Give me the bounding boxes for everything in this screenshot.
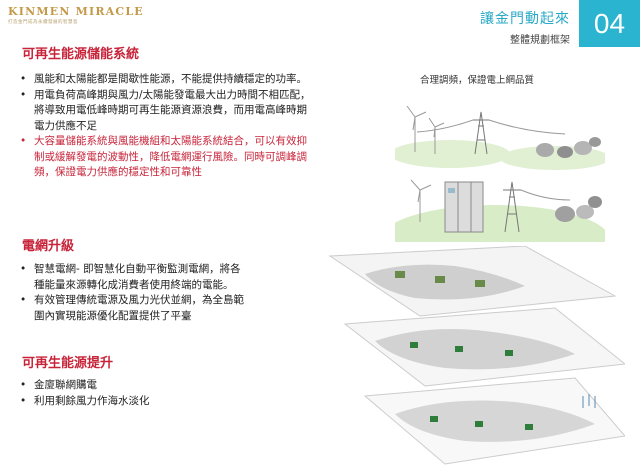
wind-turbine-icon (582, 394, 596, 408)
bullet-item: 金廈聯網購電 (18, 378, 318, 394)
bullet-item: 利用剩餘風力作海水淡化 (18, 394, 318, 410)
map-panel (343, 307, 625, 387)
map-panel (328, 246, 617, 317)
wind-turbine-icon (410, 179, 432, 222)
logo: KINMEN MIRACLE 打造金門成為永續發展的智慧島 (8, 5, 144, 25)
header-title: 讓金門動起來 (480, 11, 570, 27)
energy-landscape-illustration (395, 105, 605, 242)
map-panel (363, 377, 625, 465)
section-title-grid: 電網升級 (22, 239, 75, 254)
battery-storage-icon (444, 181, 484, 233)
smart-grid-map-illustration (328, 246, 625, 465)
power-line (520, 189, 571, 201)
header-subtitle: 整體規劃框架 (510, 35, 570, 46)
logo-text: KINMEN MIRACLE (8, 5, 144, 18)
hill-shape (395, 140, 510, 168)
page-number-badge: 04 (579, 0, 640, 47)
bullet-list-grid: 智慧電網- 即智慧化自動平衡監測電網，將各 種能量來源轉化成消費者使用終端的電能… (18, 262, 318, 324)
transmission-tower-icon (473, 111, 489, 155)
section-title-renewable: 可再生能源提升 (22, 356, 114, 371)
house-icon (536, 137, 601, 158)
bullet-item: 智慧電網- 即智慧化自動平衡監測電網，將各 種能量來源轉化成消費者使用終端的電能… (18, 262, 318, 293)
house-icon (555, 196, 602, 222)
power-line (488, 119, 566, 135)
wind-turbine-icon (406, 105, 427, 152)
bullet-item: 用電負荷高峰期與風力/太陽能發電最大出力時間不相匹配， 將導致用電低峰時期可再生… (18, 88, 388, 135)
logo-tagline: 打造金門成為永續發展的智慧島 (8, 20, 78, 25)
bullet-list-renewable: 金廈聯網購電 利用剩餘風力作海水淡化 (18, 378, 318, 409)
power-line (416, 119, 474, 133)
transmission-tower-icon (503, 181, 521, 233)
illustration-caption: 合理調頻，保證電上網品質 (420, 75, 535, 86)
bullet-list-storage: 風能和太陽能都是間歇性能源，不能提供持續穩定的功率。 用電負荷高峰期與風力/太陽… (18, 72, 388, 181)
wind-turbine-icon (428, 117, 445, 154)
section-title-storage: 可再生能源儲能系統 (22, 47, 140, 62)
bullet-item: 風能和太陽能都是間歇性能源，不能提供持續穩定的功率。 (18, 72, 388, 88)
bullet-item: 有效管理傳統電源及風力光伏並網，為全島範 圍內實現能源優化配置提供了平臺 (18, 293, 318, 324)
bullet-item-highlight: 大容量儲能系統與風能機組和太陽能系統結合，可以有效抑 制或緩解發電的波動性，降低… (18, 134, 388, 181)
